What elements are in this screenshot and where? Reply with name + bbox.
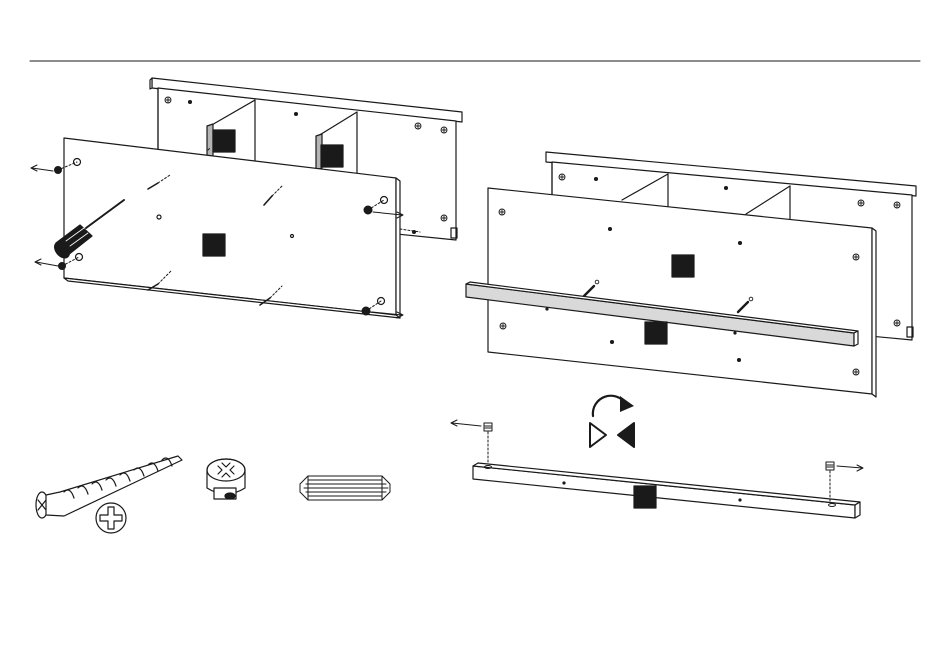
part-label-square [645,322,667,344]
part-label-square [634,486,656,508]
part-label-square [203,234,225,256]
part-label-square [321,145,343,167]
right-assembly [451,152,916,518]
rail-cam-lock-right [826,462,863,502]
wooden-dowel-icon [300,476,390,500]
rotate-arrow-icon [593,396,634,416]
flip-triangles-icon [590,423,634,447]
cam-lock-icon [207,459,245,499]
bottom-rail [473,463,860,518]
hardware-legend [36,456,390,533]
rail-cam-lock-left [451,420,492,462]
phillips-head-icon [96,503,126,533]
part-label-square [213,130,235,152]
left-assembly [31,78,462,318]
part-label-square [672,255,694,277]
